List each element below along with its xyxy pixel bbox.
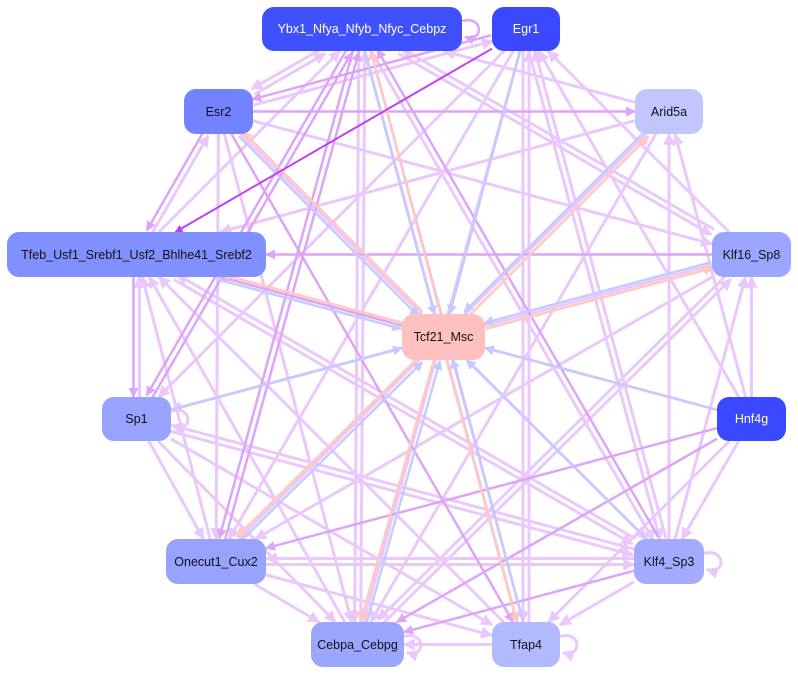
- node-egr1[interactable]: Egr1: [492, 7, 560, 51]
- node-label: Hnf4g: [734, 412, 769, 426]
- node-ybx1[interactable]: Ybx1_Nfya_Nfyb_Nfyc_Cebpz: [262, 7, 462, 51]
- edge-tcf21-to-tfap4: [445, 360, 520, 624]
- node-label: Tfeb_Usf1_Srebf1_Usf2_Bhlhe41_Srebf2: [21, 247, 252, 262]
- edge-egr1-to-tfeb: [174, 47, 493, 233]
- node-tfeb[interactable]: Tfeb_Usf1_Srebf1_Usf2_Bhlhe41_Srebf2: [7, 232, 266, 277]
- edge-tfeb-to-tcf21: [219, 278, 403, 332]
- edge-klf16-to-cebpa: [377, 273, 728, 621]
- edge-sp1-to-tcf21: [170, 345, 403, 411]
- node-hnf4g[interactable]: Hnf4g: [717, 397, 786, 441]
- node-label: Tfap4: [510, 637, 542, 652]
- edge-cebpa-to-klf16: [381, 278, 732, 626]
- edge-egr1-to-onecut1: [227, 50, 515, 541]
- edge-tcf21-to-klf16: [485, 265, 714, 330]
- edge-klf4-to-tfeb: [175, 273, 637, 541]
- edge-klf4-to-klf4: [703, 551, 723, 579]
- edge-klf4-to-cebpa: [403, 569, 635, 635]
- edge-tfap4-to-tcf21: [450, 358, 525, 622]
- edge-tcf21-to-onecut1: [235, 356, 419, 538]
- node-label: Klf4_Sp3: [643, 554, 695, 569]
- edge-tcf21-to-cebpa: [358, 358, 436, 623]
- edge-cebpa-to-ybx1: [358, 49, 371, 623]
- node-label: Onecut1_Cux2: [174, 554, 258, 569]
- node-label: Cebpa_Cebpg: [317, 637, 398, 652]
- edge-sp1-to-onecut1: [147, 440, 205, 541]
- edge-onecut1-to-cebpa: [253, 582, 321, 624]
- node-klf4[interactable]: Klf4_Sp3: [634, 539, 704, 584]
- edge-klf4-to-tcf21: [465, 359, 648, 540]
- edge-esr2-to-tfap4: [230, 133, 515, 623]
- node-label: Arid5a: [650, 104, 688, 119]
- edge-arid5a-to-tfeb: [219, 119, 636, 235]
- edge-hnf4g-to-cebpa: [395, 437, 718, 624]
- edge-ybx1-to-onecut1: [216, 49, 355, 540]
- node-onecut1[interactable]: Onecut1_Cux2: [166, 539, 266, 584]
- edge-tcf21-to-ybx1: [368, 49, 442, 314]
- node-cebpa[interactable]: Cebpa_Cebpg: [311, 622, 404, 667]
- node-sp1[interactable]: Sp1: [102, 397, 171, 441]
- edge-egr1-to-tcf21: [447, 50, 522, 315]
- edge-tfeb-to-esr2: [150, 134, 210, 235]
- edge-tcf21-to-esr2: [242, 130, 424, 313]
- node-arid5a[interactable]: Arid5a: [635, 89, 703, 134]
- edge-onecut1-to-tfap4: [265, 573, 494, 639]
- node-label: Klf16_Sp8: [722, 247, 781, 262]
- edge-tfeb-to-klf4: [173, 278, 634, 546]
- edge-hnf4g-to-klf4: [680, 440, 741, 541]
- node-label: Esr2: [205, 104, 232, 119]
- edge-hnf4g-to-tcf21: [484, 345, 718, 412]
- edge-esr2-to-tcf21: [237, 135, 420, 318]
- edge-ybx1-to-ybx1: [461, 18, 481, 45]
- edge-ybx1-to-klf4: [370, 51, 655, 542]
- node-label: Sp1: [125, 412, 148, 426]
- edge-klf16-to-onecut1: [254, 275, 713, 541]
- edge-esr2-to-ybx1: [253, 52, 327, 96]
- edge-ybx1-to-tcf21: [363, 51, 438, 316]
- edge-egr1-to-sp1: [157, 49, 506, 399]
- edge-sp1-to-ybx1: [150, 51, 353, 400]
- edge-tfap4-to-tfap4: [559, 634, 579, 662]
- edge-klf16-to-tcf21: [483, 260, 712, 326]
- node-label: Egr1: [512, 22, 540, 36]
- edge-tcf21-to-arid5a: [467, 135, 650, 318]
- edge-klf4-to-tfap4: [558, 580, 635, 627]
- edge-sp1-to-cebpa: [156, 439, 337, 624]
- edge-arid5a-to-tcf21: [463, 130, 646, 313]
- node-klf16[interactable]: Klf16_Sp8: [712, 232, 791, 277]
- edge-arid5a-to-ybx1: [442, 48, 636, 104]
- edge-ybx1-to-sp1: [145, 48, 348, 397]
- edge-ybx1-to-esr2: [250, 47, 323, 91]
- node-esr2[interactable]: Esr2: [184, 89, 253, 134]
- edge-arid5a-to-cebpa: [369, 133, 658, 624]
- edge-ybx1-to-cebpa: [348, 50, 361, 624]
- node-label: Ybx1_Nfya_Nfyb_Nfyc_Cebpz: [277, 22, 447, 36]
- node-tcf21[interactable]: Tcf21_Msc: [402, 314, 485, 360]
- edge-cebpa-to-tcf21: [365, 359, 443, 624]
- node-tfap4[interactable]: Tfap4: [492, 622, 560, 667]
- node-label: Tcf21_Msc: [413, 330, 474, 344]
- edge-onecut1-to-tcf21: [240, 361, 424, 543]
- edge-esr2-to-tfeb: [145, 131, 205, 232]
- edge-hnf4g-to-onecut1: [265, 426, 718, 551]
- edge-tcf21-to-tfeb: [220, 271, 404, 325]
